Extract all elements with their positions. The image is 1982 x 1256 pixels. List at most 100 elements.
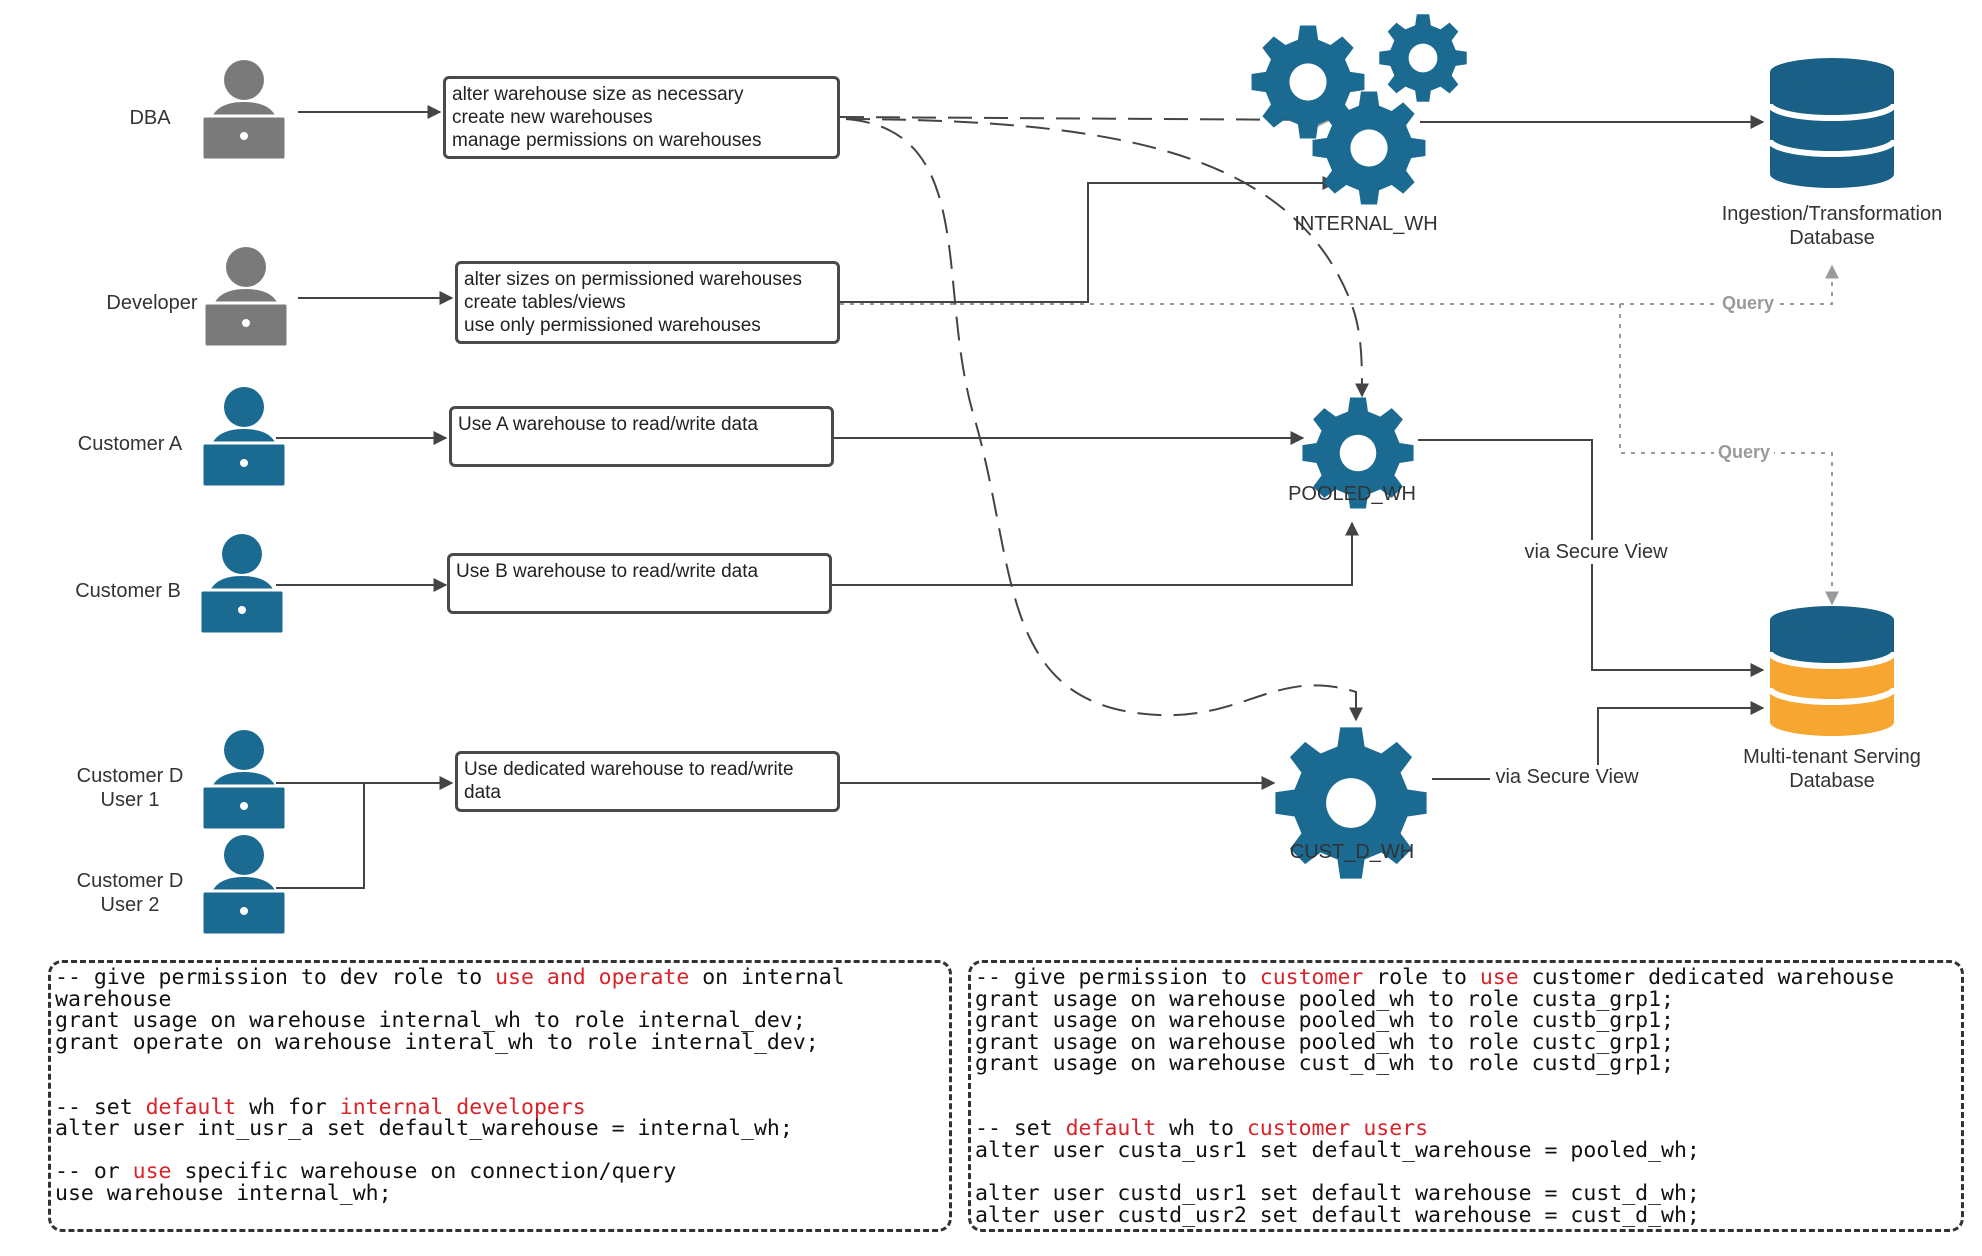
customer-d-user1-icon [200,730,288,832]
code-text: alter user custd_usr2 set default wareho… [975,1202,1700,1228]
code-line [975,1075,1957,1097]
box-line: Use A warehouse to read/write data [458,414,758,435]
code-text: grant usage on warehouse pooled_wh to ro… [975,1029,1674,1055]
code-text: warehouse [55,986,172,1012]
arrow-custd-serving-2 [1597,701,1765,779]
serving-label-line1: Multi-tenant Serving [1743,746,1921,768]
actor-label-customer-d-user1-line2: User 1 [100,789,160,811]
code-keyword: internal developers [339,1094,586,1120]
code-line: grant operate on warehouse interal_wh to… [55,1029,945,1055]
code-line: grant usage on warehouse internal_wh to … [55,1010,945,1032]
box-line: create new warehouses [452,107,653,128]
code-keyword: use and operate [495,965,690,990]
gear-hole [1350,129,1388,167]
dba-responsibilities-box: alter warehouse size as necessary create… [443,76,840,159]
pooled-wh-gear-icon [1302,397,1414,509]
code-text: grant operate on warehouse interal_wh to… [55,1029,819,1055]
code-text: alter user custd_usr1 set default wareho… [975,1180,1700,1206]
code-line: warehouse [55,986,945,1012]
code-line [975,1097,1957,1119]
box-line: manage permissions on warehouses [452,130,762,151]
code-text: use warehouse internal_wh; [55,1180,392,1206]
dashed-dba-custd [845,118,1363,722]
code-text: wh to [1156,1116,1247,1142]
serving-database-label: Multi-tenant Serving Database [1704,745,1960,793]
actor-label-customer-a: Customer A [77,433,183,455]
developer-responsibilities-box: alter sizes on permissioned warehouses c… [455,261,840,344]
code-text: alter user int_usr_a set default_warehou… [55,1116,793,1142]
customer-b-user-icon [198,534,286,636]
code-text: on internal [689,965,845,990]
code-text: alter user custa_usr1 set default_wareho… [975,1137,1700,1163]
box-line: alter warehouse size as necessary [452,84,744,105]
actor-label-customer-d-user2-line2: User 2 [100,894,160,916]
code-line [55,1075,945,1097]
code-keyword: default [145,1094,237,1120]
code-keyword: use [132,1159,172,1185]
code-text: -- give permission to [975,965,1260,990]
code-line: grant usage on warehouse cust_d_wh to ro… [975,1053,1957,1075]
actor-label-customer-b: Customer B [75,580,181,602]
code-text: grant usage on warehouse cust_d_wh to ro… [975,1051,1674,1077]
query-to-ingestion [840,264,1839,305]
box-line: create tables/views [464,292,626,313]
dashed-dba-pooled [845,118,1369,398]
code-text: customer dedicated warehouse [1518,965,1895,990]
gear-hole [1289,63,1327,101]
code-text: grant usage on warehouse pooled_wh to ro… [975,986,1674,1012]
secure-view-label-custd: via Secure View [1492,765,1642,789]
internal-wh-label: INTERNAL_WH [1294,213,1438,235]
serving-label-line2: Database [1789,770,1875,792]
pooled-wh-label: POOLED_WH [1288,483,1416,505]
developer-user-icon [202,247,290,349]
code-text: -- give permission to dev role to [55,965,496,990]
cust-d-wh-label: CUST_D_WH [1289,841,1415,863]
box-line: Use dedicated warehouse to read/write [464,759,794,780]
actor-label-customer-d-user2-line1: Customer D [76,870,184,892]
code-line: -- give permission to customer role to u… [975,967,1957,989]
gear-hole [1326,778,1376,828]
internal-wh-gear-icon [1379,14,1467,102]
gear-hole [1408,43,1438,73]
ingestion-database-icon [1767,58,1897,188]
sql-code-block-internal: -- give permission to dev role to use an… [48,960,952,1232]
actor-label-customer-d-user1-line1: Customer D [76,765,184,787]
ingestion-database-label: Ingestion/Transformation Database [1704,202,1960,250]
box-line: Use B warehouse to read/write data [456,561,759,582]
code-line: -- set default wh for internal developer… [55,1094,945,1120]
code-text: specific warehouse on connection/query [171,1159,677,1185]
ingestion-label-line2: Database [1789,227,1875,249]
arrow-developer-internal [838,176,1337,303]
code-keyword: customer users [1246,1116,1429,1142]
sql-code-block-customer: -- give permission to customer role to u… [968,960,1964,1232]
code-line: grant usage on warehouse pooled_wh to ro… [975,1029,1957,1055]
dashed-dba-internal [839,112,1332,127]
code-keyword: customer [1259,965,1364,990]
actor-label-customer-d-user2: Customer D User 2 [66,869,194,917]
code-line: alter user int_usr_a set default_warehou… [55,1118,945,1140]
customer-d-box: Use dedicated warehouse to read/write da… [455,751,840,812]
code-line [55,1140,945,1162]
gear-hole [1339,434,1377,472]
code-line: alter user custd_usr2 set default wareho… [975,1202,1957,1228]
secure-view-label-pooled: via Secure View [1516,540,1676,564]
code-line [975,1161,1957,1183]
code-keyword: use [1479,965,1519,990]
internal-wh-gear-icon [1312,91,1426,205]
code-text: -- or [55,1159,133,1185]
code-text: role to [1363,965,1480,990]
query-label-mid: Query [1714,441,1775,463]
box-line: alter sizes on permissioned warehouses [464,269,802,290]
box-line: data [464,782,501,803]
box-line: use only permissioned warehouses [464,315,761,336]
code-line: grant usage on warehouse pooled_wh to ro… [975,1010,1957,1032]
customer-a-user-icon [200,387,288,489]
customer-a-box: Use A warehouse to read/write data [449,406,834,467]
customer-b-box: Use B warehouse to read/write data [447,553,832,614]
code-keyword: default [1065,1116,1157,1142]
actor-label-customer-d-user1: Customer D User 1 [66,764,194,812]
actor-label-developer: Developer [106,292,198,314]
actor-label-dba: DBA [129,107,171,129]
code-text: grant usage on warehouse internal_wh to … [55,1008,806,1034]
